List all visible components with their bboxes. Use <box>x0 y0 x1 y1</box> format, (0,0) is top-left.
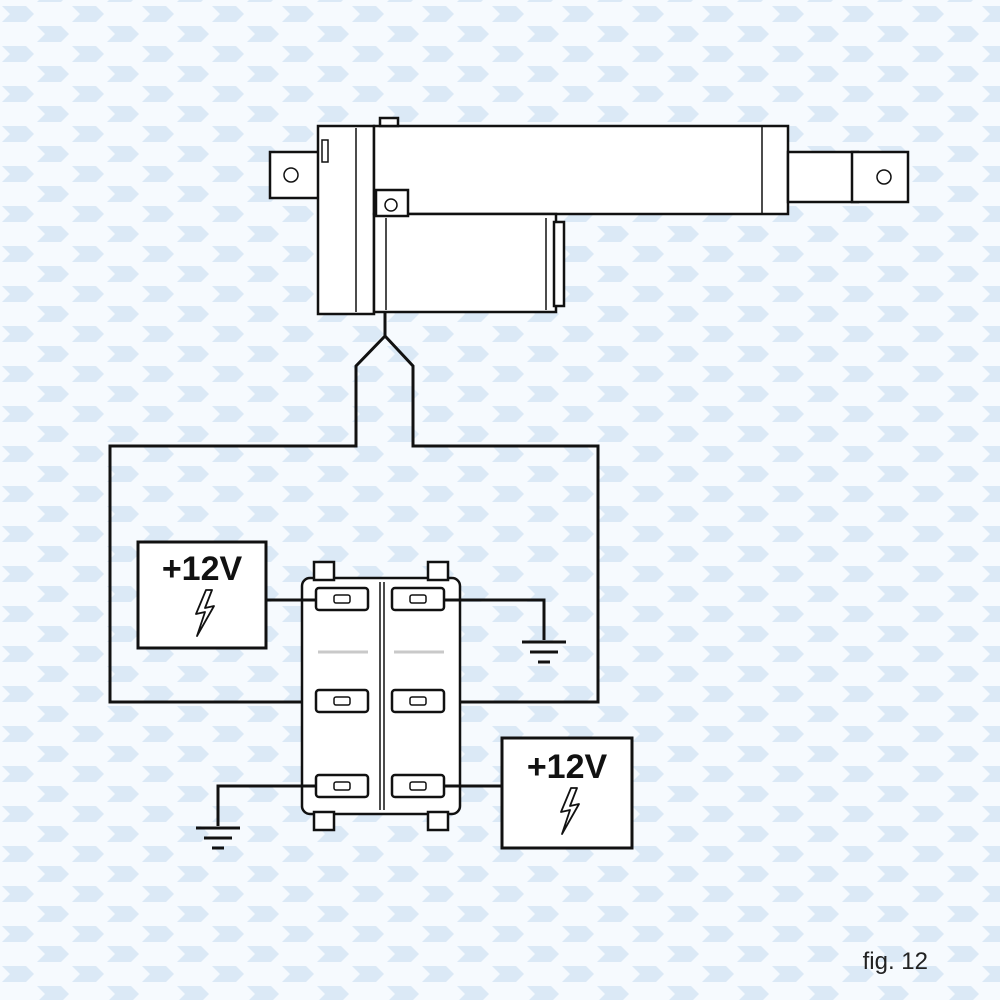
terminal-bottom-left <box>314 773 370 799</box>
supply-top-label: +12V <box>162 550 243 588</box>
terminal-top-right <box>390 586 446 612</box>
ground-icon <box>196 826 240 850</box>
terminal-mid-left <box>314 688 370 714</box>
linear-actuator <box>268 116 910 316</box>
terminal-bottom-right <box>390 773 446 799</box>
power-supply-bottom: +12V <box>500 736 634 850</box>
dpdt-rocker-switch <box>300 560 462 832</box>
ground-icon <box>522 640 566 664</box>
power-supply-top: +12V <box>136 540 268 650</box>
lightning-bolt-icon <box>195 589 215 637</box>
supply-wiring <box>216 598 546 826</box>
figure-label: fig. 12 <box>863 948 928 975</box>
terminal-top-left <box>314 586 370 612</box>
motor-lead-wires <box>108 312 600 704</box>
terminal-mid-right <box>390 688 446 714</box>
lightning-bolt-icon <box>560 787 580 835</box>
supply-bottom-label: +12V <box>527 748 608 786</box>
